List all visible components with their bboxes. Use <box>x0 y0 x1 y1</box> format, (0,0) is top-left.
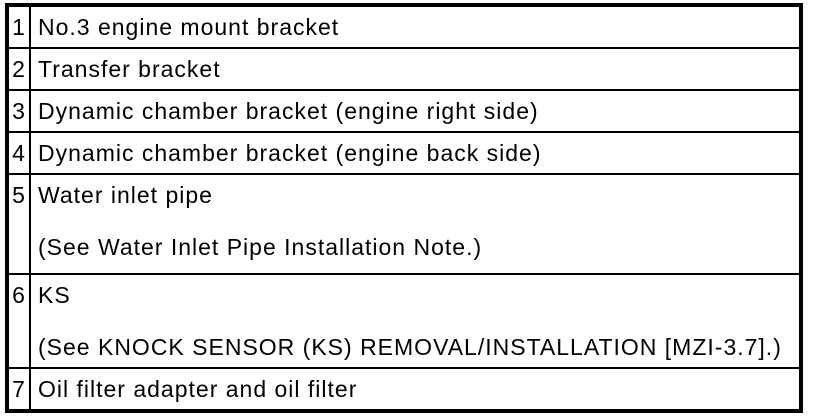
part-description: Dynamic chamber bracket (engine back sid… <box>31 133 799 173</box>
part-row-4: 4 Dynamic chamber bracket (engine back s… <box>9 133 799 175</box>
part-row-1: 1 No.3 engine mount bracket <box>9 7 799 49</box>
part-number: 1 <box>9 7 31 47</box>
part-number: 7 <box>9 369 31 409</box>
part-number: 4 <box>9 133 31 173</box>
part-description: Water inlet pipe (See Water Inlet Pipe I… <box>31 175 799 273</box>
part-description: Dynamic chamber bracket (engine right si… <box>31 91 799 131</box>
part-name: Dynamic chamber bracket (engine right si… <box>38 98 539 124</box>
part-name: KS <box>38 282 71 308</box>
part-description: Oil filter adapter and oil filter <box>31 369 799 409</box>
part-note: (See KNOCK SENSOR (KS) REMOVAL/INSTALLAT… <box>38 334 782 360</box>
part-row-3: 3 Dynamic chamber bracket (engine right … <box>9 91 799 133</box>
part-row-5: 5 Water inlet pipe (See Water Inlet Pipe… <box>9 175 799 275</box>
part-description: Transfer bracket <box>31 49 799 89</box>
part-number: 5 <box>9 175 31 273</box>
part-row-2: 2 Transfer bracket <box>9 49 799 91</box>
part-description: KS (See KNOCK SENSOR (KS) REMOVAL/INSTAL… <box>31 275 799 367</box>
part-number: 6 <box>9 275 31 367</box>
part-name: Transfer bracket <box>38 56 221 82</box>
part-note: (See Water Inlet Pipe Installation Note.… <box>38 234 483 260</box>
part-name: Oil filter adapter and oil filter <box>38 376 358 402</box>
part-row-6: 6 KS (See KNOCK SENSOR (KS) REMOVAL/INST… <box>9 275 799 369</box>
part-row-7: 7 Oil filter adapter and oil filter <box>9 369 799 409</box>
part-name: Dynamic chamber bracket (engine back sid… <box>38 140 542 166</box>
part-number: 2 <box>9 49 31 89</box>
part-name: Water inlet pipe <box>38 182 213 208</box>
part-number: 3 <box>9 91 31 131</box>
parts-table: 1 No.3 engine mount bracket 2 Transfer b… <box>5 3 803 413</box>
part-description: No.3 engine mount bracket <box>31 7 799 47</box>
part-name: No.3 engine mount bracket <box>38 14 340 40</box>
